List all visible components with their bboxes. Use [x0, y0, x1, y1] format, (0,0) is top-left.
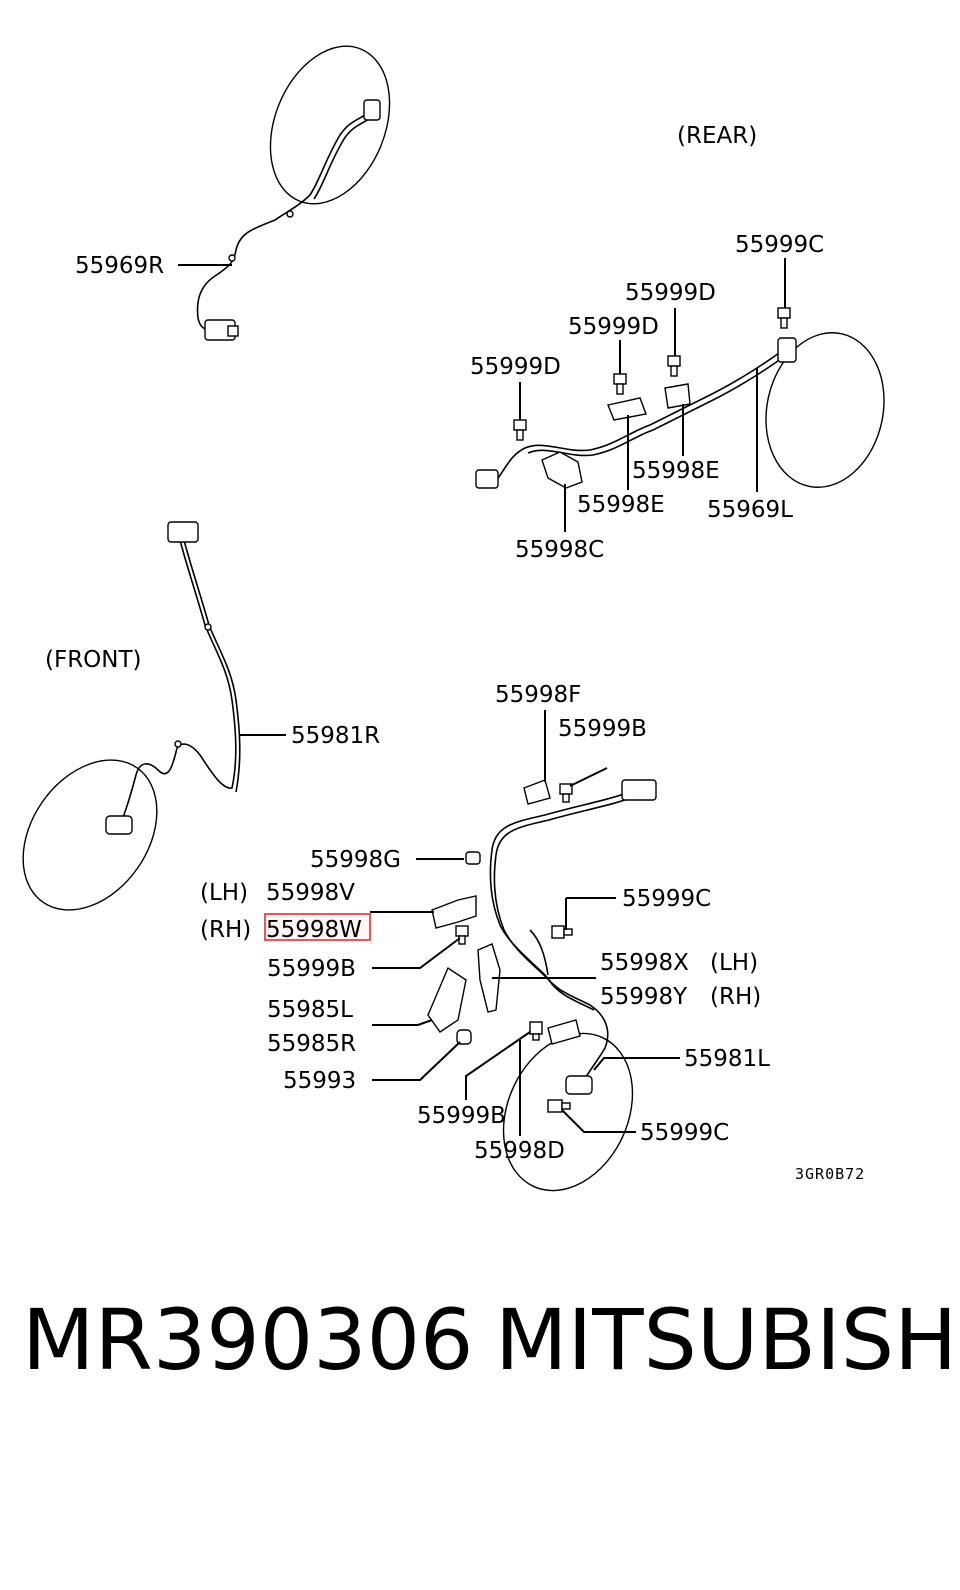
footer: MR390306 MITSUBISHI — [0, 1290, 960, 1390]
front-right-sensor-head — [105, 815, 133, 835]
tag-rh-1: (RH) — [200, 917, 251, 943]
front-left-brake-disc — [502, 1032, 634, 1192]
bolt-55999C-mid — [551, 925, 573, 939]
highlight-box-55998W — [264, 913, 371, 941]
parts-diagram: 55969R (REAR) 55999C 55999D 55999D 55999… — [22, 45, 885, 1192]
label-55998Y: 55998Y — [600, 984, 688, 1010]
front-section-label: (FRONT) — [45, 647, 142, 673]
grommet-55998G — [465, 851, 481, 865]
bracket-55985L-R — [427, 966, 467, 1033]
part-number: MR390306 — [22, 1291, 474, 1389]
label-55998C: 55998C — [515, 537, 604, 563]
front-right-sensor-assembly — [22, 521, 241, 911]
brand-name: MITSUBISHI — [495, 1291, 960, 1389]
label-55969L: 55969L — [707, 497, 793, 523]
label-55998F: 55998F — [495, 682, 581, 708]
clip-55998C — [541, 451, 583, 489]
rear-right-sensor-assembly — [196, 45, 391, 341]
label-55998X: 55998X — [600, 950, 689, 976]
label-55993: 55993 — [283, 1068, 356, 1094]
label-55999D-3: 55999D — [470, 354, 561, 380]
front-right-connector — [167, 521, 199, 543]
label-55981L: 55981L — [684, 1046, 770, 1072]
bolt-55999C-bot — [547, 1099, 571, 1113]
label-55998E-1: 55998E — [632, 458, 720, 484]
front-left-sensor-assembly — [427, 779, 657, 1192]
bolt-55999B-top — [559, 783, 573, 803]
tag-lh-1: (LH) — [200, 880, 248, 906]
label-55998E-2: 55998E — [577, 492, 665, 518]
bolt-55999B-mid — [455, 925, 469, 945]
label-55985L: 55985L — [267, 997, 353, 1023]
label-55999D-2: 55999D — [568, 314, 659, 340]
label-55999B-bot: 55999B — [417, 1103, 506, 1129]
bolt-55999D-b — [613, 373, 627, 395]
bolt-55999B-bot — [529, 1021, 543, 1041]
bolt-55999D-c — [513, 419, 527, 441]
front-left-connector — [621, 779, 657, 801]
label-55999C-top: 55999C — [735, 232, 824, 258]
label-55999C-mid: 55999C — [622, 886, 711, 912]
label-55999B-top: 55999B — [558, 716, 647, 742]
label-55998V: 55998V — [266, 880, 355, 906]
label-55999B-mid: 55999B — [267, 956, 356, 982]
front-right-brake-disc — [22, 759, 158, 911]
label-55998G: 55998G — [310, 847, 401, 873]
clip-55998D — [547, 1019, 581, 1045]
bracket-55998X-Y — [477, 943, 501, 1013]
label-55999C-bot: 55999C — [640, 1120, 729, 1146]
rear-right-sensor-wire — [196, 109, 373, 331]
clip-55998E-a — [664, 383, 691, 409]
label-55998W[interactable]: 55998W — [266, 917, 362, 943]
rear-left-sensor-assembly — [475, 307, 885, 489]
rear-section-label: (REAR) — [677, 123, 757, 149]
tag-lh-2: (LH) — [710, 950, 758, 976]
nut-55993 — [456, 1029, 472, 1045]
rear-right-sensor-head — [363, 99, 381, 121]
tag-rh-2: (RH) — [710, 984, 761, 1010]
label-55985R: 55985R — [267, 1031, 356, 1057]
clip-55998F — [523, 779, 551, 805]
rear-right-brake-disc — [269, 45, 391, 205]
front-right-sensor-wire — [121, 539, 237, 821]
rear-left-sensor-head — [777, 337, 797, 363]
label-55969R: 55969R — [75, 253, 164, 279]
label-55998D: 55998D — [474, 1138, 565, 1164]
clip-55998E-b — [607, 397, 647, 421]
label-55999D-1: 55999D — [625, 280, 716, 306]
rear-left-brake-disc — [765, 332, 885, 488]
bolt-55999D-a — [667, 355, 681, 377]
drawing-code: 3GR0B72 — [795, 1165, 865, 1183]
bolt-55999C-top — [777, 307, 791, 329]
bracket-55998V-W — [431, 895, 477, 929]
rear-left-connector — [475, 469, 499, 489]
label-55981R: 55981R — [291, 723, 380, 749]
front-left-sensor-head — [565, 1075, 593, 1095]
